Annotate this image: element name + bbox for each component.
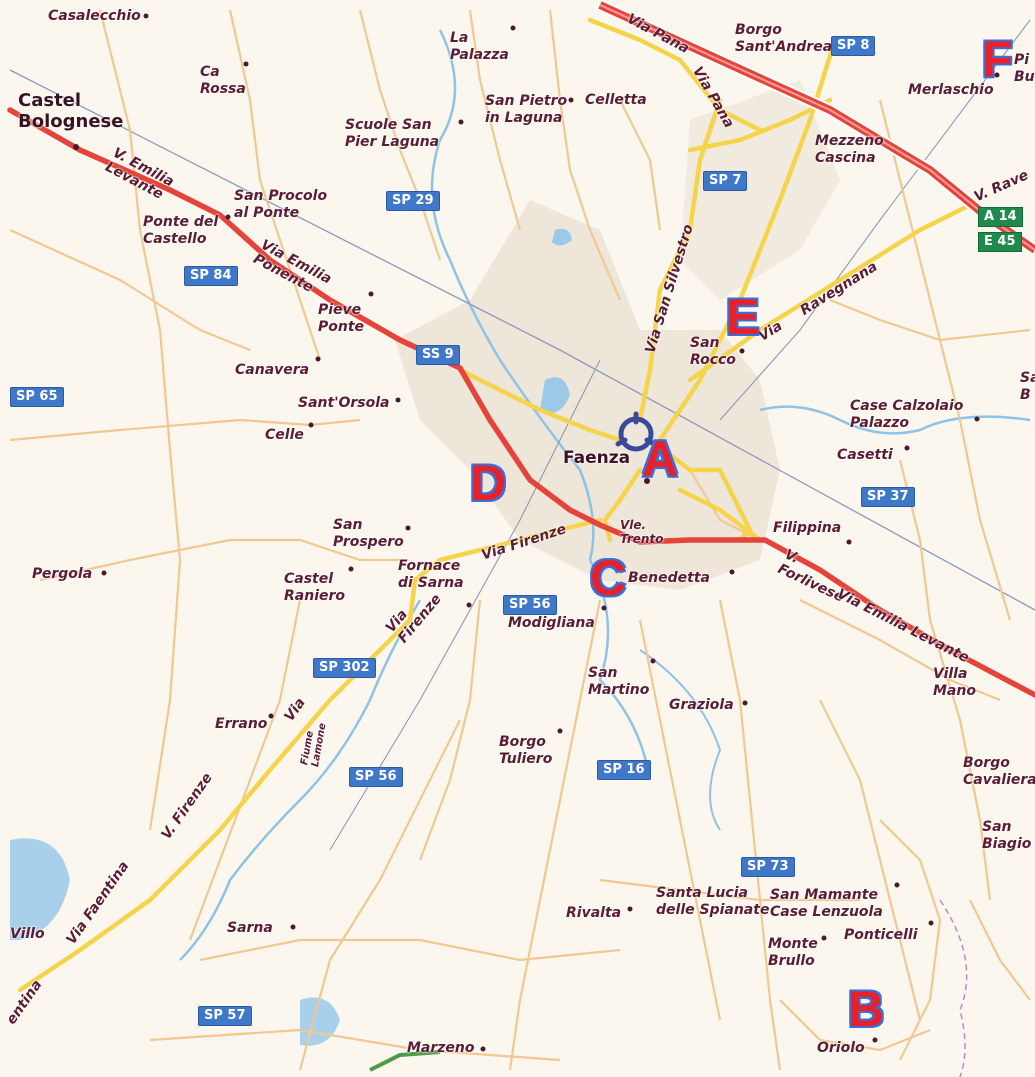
roundabout-icon bbox=[612, 410, 660, 458]
place-casalecchio: Casalecchio bbox=[48, 8, 141, 24]
badge-sp56-south: SP 56 bbox=[349, 767, 403, 787]
place-modigliana: Modigliana bbox=[508, 615, 595, 631]
place-canavera: Canavera bbox=[235, 362, 310, 378]
badge-sp7: SP 7 bbox=[703, 171, 748, 191]
urban-area-north bbox=[680, 80, 840, 300]
place-scuole-san-pier-laguna: Scuole San Pier Laguna bbox=[345, 117, 440, 150]
marker-b[interactable]: B bbox=[848, 981, 885, 1037]
place-borgo-santandrea: Borgo Sant'Andrea bbox=[735, 22, 833, 55]
place-san-martino: San Martino bbox=[588, 665, 650, 698]
place-monte-brullo: Monte Brullo bbox=[768, 936, 818, 969]
place-benedetta: Benedetta bbox=[628, 570, 710, 586]
place-borgo-tuliero: Borgo Tuliero bbox=[499, 734, 553, 767]
place-pieve-ponte: Pieve Ponte bbox=[318, 302, 365, 335]
settlement-dots bbox=[73, 13, 1000, 1052]
river-lamone bbox=[430, 29, 652, 781]
place-ca-rossa: Ca Rossa bbox=[200, 64, 246, 97]
place-villa-mano: Villa Mano bbox=[933, 666, 976, 699]
place-castel-raniero: Castel Raniero bbox=[284, 571, 346, 604]
badge-sp29: SP 29 bbox=[386, 191, 440, 211]
lake-west bbox=[10, 838, 70, 940]
marker-a[interactable]: A bbox=[642, 431, 679, 487]
place-la-palazza: La Palazza bbox=[450, 30, 509, 63]
badge-sp56-north: SP 56 bbox=[503, 595, 557, 615]
place-pergola: Pergola bbox=[32, 566, 93, 582]
place-filippina: Filippina bbox=[773, 520, 842, 536]
river-east bbox=[759, 405, 1031, 435]
railway-ravenna bbox=[719, 19, 1031, 421]
marker-f[interactable]: F bbox=[982, 31, 1013, 87]
place-san-pietro-in-laguna: San Pietro in Laguna bbox=[485, 93, 568, 126]
place-errano: Errano bbox=[215, 716, 268, 732]
pond-faenza bbox=[540, 377, 570, 413]
place-san-prospero: San Prospero bbox=[333, 517, 404, 550]
motorway-shield-e45: E 45 bbox=[978, 232, 1022, 252]
place-san-biagio: San Biagio bbox=[982, 819, 1032, 852]
place-rivalta: Rivalta bbox=[566, 905, 622, 921]
pond-south bbox=[300, 997, 340, 1046]
marker-c[interactable]: C bbox=[590, 550, 627, 606]
place-ponte-del-castello: Ponte del Castello bbox=[143, 214, 219, 247]
badge-sp57: SP 57 bbox=[198, 1006, 252, 1026]
place-santa-lucia-delle-spianate: Santa Lucia delle Spianate bbox=[656, 885, 770, 918]
river-south bbox=[639, 649, 722, 831]
river-sw bbox=[179, 599, 422, 961]
marker-e[interactable]: E bbox=[726, 289, 760, 345]
place-faenza: Faenza bbox=[563, 448, 631, 468]
place-celletta: Celletta bbox=[585, 92, 647, 108]
badge-ss9: SS 9 bbox=[416, 345, 460, 365]
main-roads bbox=[7, 107, 1035, 698]
place-san-rocco: San Rocco bbox=[690, 335, 736, 368]
badge-sp302: SP 302 bbox=[313, 658, 376, 678]
place-sa-b: Sa B bbox=[1020, 370, 1035, 403]
badge-sp8: SP 8 bbox=[831, 36, 876, 56]
motorway-shield-a14: A 14 bbox=[978, 207, 1023, 227]
place-oriolo: Oriolo bbox=[817, 1040, 865, 1056]
place-marzeno: Marzeno bbox=[407, 1040, 475, 1056]
place-fornace-di-sarna: Fornace di Sarna bbox=[398, 558, 464, 591]
place-pi-bu: Pi Bu bbox=[1014, 52, 1035, 85]
boundary-line bbox=[939, 899, 968, 1077]
place-sant-orsola: Sant'Orsola bbox=[298, 395, 390, 411]
marker-d[interactable]: D bbox=[470, 455, 507, 511]
place-viale-trento: Vle. Trento bbox=[620, 518, 664, 546]
green-road bbox=[369, 1050, 441, 1072]
place-borgo-cavaliera: Borgo Cavaliera bbox=[963, 755, 1035, 788]
minor-roads bbox=[9, 9, 1031, 1071]
badge-sp73: SP 73 bbox=[741, 857, 795, 877]
place-mezzeno-cascina: Mezzeno Cascina bbox=[815, 133, 884, 166]
place-sarna: Sarna bbox=[227, 920, 273, 936]
place-ponticelli: Ponticelli bbox=[844, 927, 918, 943]
place-graziola: Graziola bbox=[669, 697, 734, 713]
badge-sp37: SP 37 bbox=[861, 487, 915, 507]
place-merlaschio: Merlaschio bbox=[908, 82, 994, 98]
railway-main bbox=[9, 69, 1035, 611]
place-san-procolo-al-ponte: San Procolo al Ponte bbox=[234, 188, 328, 221]
place-case-calzolaio-palazzo: Case Calzolaio Palazzo bbox=[850, 398, 964, 431]
badge-sp16: SP 16 bbox=[597, 760, 651, 780]
place-casetti: Casetti bbox=[837, 447, 893, 463]
place-san-mamante-case-lenzuola: San Mamante Case Lenzuola bbox=[770, 887, 883, 920]
place-celle: Celle bbox=[265, 427, 304, 443]
badge-sp65: SP 65 bbox=[10, 387, 64, 407]
place-castel-bolognese: Castel Bolognese bbox=[18, 90, 124, 132]
pond-north bbox=[552, 228, 572, 246]
badge-sp84: SP 84 bbox=[184, 266, 238, 286]
place-villo: Villo bbox=[10, 926, 45, 942]
